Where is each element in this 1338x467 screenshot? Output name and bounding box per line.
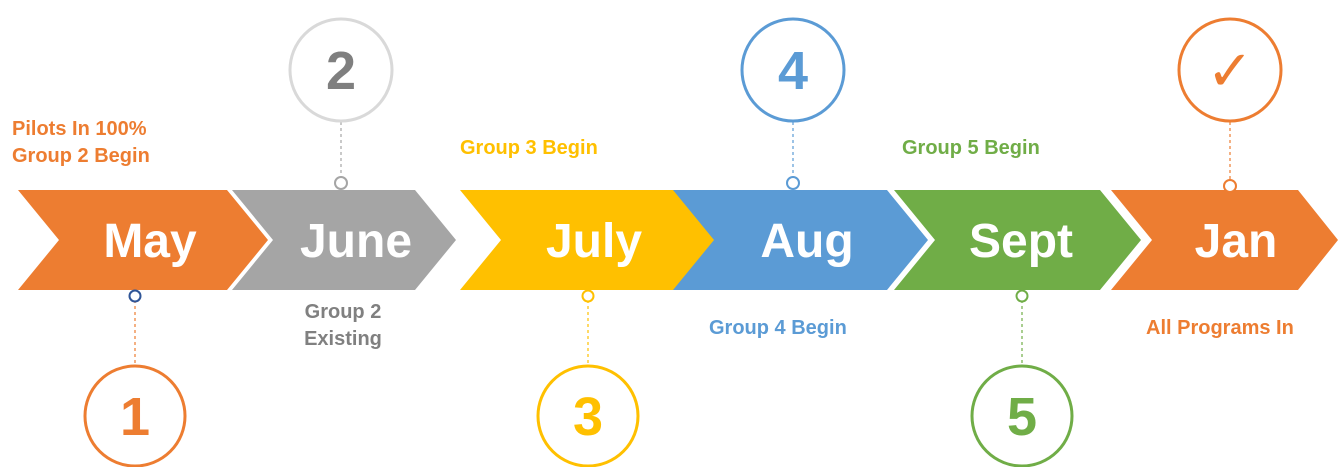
dot-jan: [1223, 179, 1237, 193]
dot-june: [334, 176, 348, 190]
dot-may: [128, 289, 142, 303]
badge-circle-check: [1177, 17, 1283, 123]
chevron-jan: [1111, 190, 1338, 290]
label-june-line2: Existing: [304, 328, 382, 350]
chevron-aug: [673, 190, 928, 290]
label-sept: Group 5 Begin: [902, 137, 1040, 159]
badges: [83, 17, 1283, 467]
month-july: July: [546, 215, 642, 268]
badge-circle-2: [288, 17, 394, 123]
chevrons: [18, 190, 1338, 290]
badge-number-1: 1: [120, 387, 150, 447]
dot-aug: [786, 176, 800, 190]
checkmark-icon: ✓: [1207, 39, 1254, 104]
badge-circle-4: [740, 17, 846, 123]
badge-number-3: 3: [573, 387, 603, 447]
connector-lines: [134, 122, 1231, 365]
dot-sept: [1015, 289, 1029, 303]
badge-number-2: 2: [326, 41, 356, 101]
dot-july: [581, 289, 595, 303]
badge-number-5: 5: [1007, 387, 1037, 447]
badge-circle-5: [970, 364, 1074, 467]
month-sept: Sept: [969, 215, 1073, 268]
month-jan: Jan: [1195, 215, 1278, 268]
label-may-line2: Group 2 Begin: [12, 145, 150, 167]
chevron-july: [460, 190, 717, 290]
chevron-june: [232, 190, 456, 290]
label-june-line1: Group 2: [304, 301, 382, 323]
label-aug: Group 4 Begin: [709, 317, 847, 339]
label-june: Group 2 Existing: [303, 299, 383, 353]
label-may: Pilots In 100% Group 2 Begin: [12, 116, 150, 170]
month-june: June: [300, 215, 412, 268]
month-aug: Aug: [760, 215, 853, 268]
badge-circle-1: [83, 364, 187, 467]
label-jan: All Programs In: [1146, 317, 1294, 339]
connector-dots: [128, 176, 1237, 303]
badge-number-4: 4: [778, 41, 808, 101]
month-may: May: [103, 215, 197, 268]
chevron-may: [18, 190, 268, 290]
chevron-sept: [894, 190, 1141, 290]
label-may-line1: Pilots In 100%: [12, 118, 147, 140]
badge-circle-3: [536, 364, 640, 467]
label-july: Group 3 Begin: [460, 137, 598, 159]
